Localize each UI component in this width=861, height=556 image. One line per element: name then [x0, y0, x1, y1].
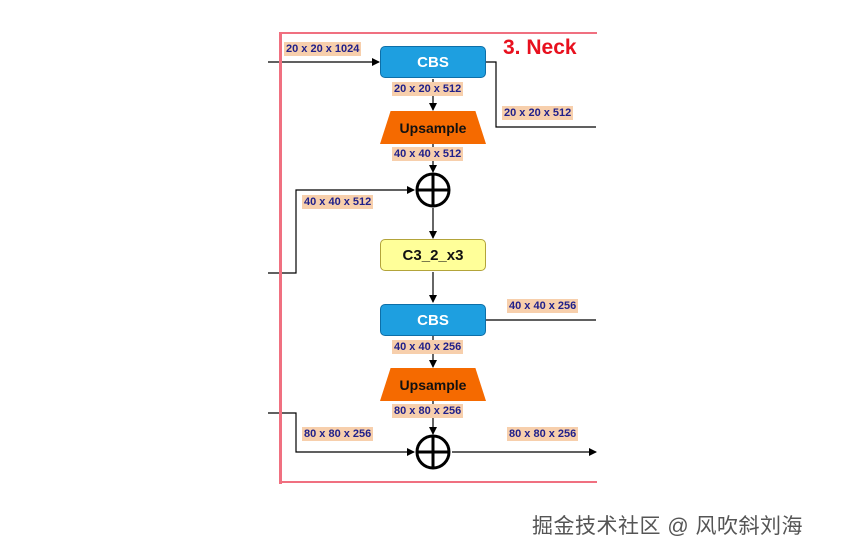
- dim-label-upsample-bottom-out: 80 x 80 x 256: [392, 404, 464, 418]
- dim-label-branch-mid: 40 x 40 x 256: [507, 299, 579, 313]
- dim-label-output-bottom: 80 x 80 x 256: [507, 427, 579, 441]
- upsample-block-top: Upsample: [380, 111, 486, 144]
- upsample-block-bottom: Upsample: [380, 368, 486, 401]
- neck-frame-left: [279, 32, 282, 484]
- dim-label-branch-top: 20 x 20 x 512: [502, 106, 574, 120]
- dim-label-input-bottom: 80 x 80 x 256: [302, 427, 374, 441]
- cbs-block-top: CBS: [380, 46, 486, 78]
- dim-label-cbs-mid-out: 40 x 40 x 256: [392, 340, 464, 354]
- concat-icon-bottom: [415, 434, 451, 470]
- edge-branch-top: [486, 61, 596, 128]
- dim-label-input-top: 20 x 20 x 1024: [284, 42, 362, 56]
- concat-icon-top: [415, 172, 451, 208]
- dim-label-input-mid: 40 x 40 x 512: [302, 195, 374, 209]
- watermark: 掘金技术社区 @ 风吹斜刘海: [532, 515, 803, 538]
- edge-input-bottom: [268, 412, 415, 456]
- dim-label-upsample-top-out: 40 x 40 x 512: [392, 147, 464, 161]
- section-title: 3. Neck: [503, 36, 577, 59]
- c3-block: C3_2_x3: [380, 239, 486, 271]
- cbs-block-mid: CBS: [380, 304, 486, 336]
- edge-input-mid: [268, 186, 415, 274]
- dim-label-cbs-top-out: 20 x 20 x 512: [392, 82, 464, 96]
- neck-frame-bottom: [279, 481, 597, 483]
- neck-frame-top: [279, 32, 597, 34]
